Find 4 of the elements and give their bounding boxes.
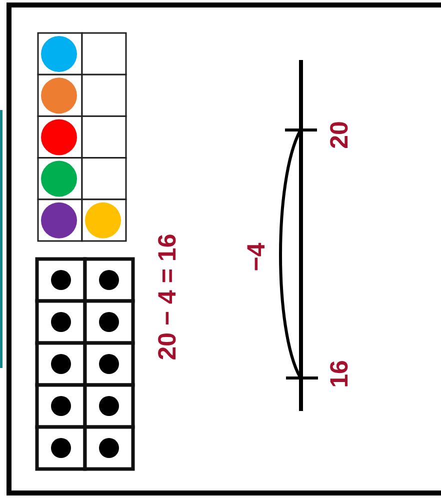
equation: 20 − 4 = 16 [156,234,180,360]
number-label: 16 [328,360,352,388]
number-label: −4 [244,242,270,272]
number-label: 20 [328,121,352,149]
